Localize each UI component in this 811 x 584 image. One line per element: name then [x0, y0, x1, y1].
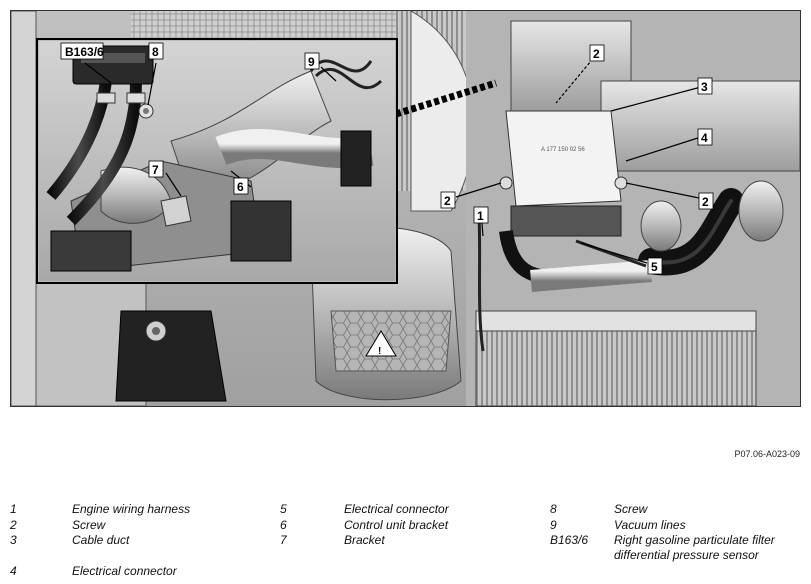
legend-text: Electrical connector — [72, 564, 177, 578]
svg-text:A 177 150 02 56: A 177 150 02 56 — [541, 147, 585, 153]
legend-number: 4 — [10, 564, 17, 578]
legend-text: Right gasoline particulate filter differ… — [614, 533, 775, 562]
legend-number: B163/6 — [550, 533, 589, 547]
legend-text: Bracket — [344, 533, 385, 547]
legend-text: Vacuum lines — [614, 518, 686, 532]
legend: 1 Engine wiring harness 2 Screw 3 Cable … — [10, 502, 800, 580]
callout-2-right: 2 — [702, 195, 709, 209]
callout-2-top: 2 — [593, 47, 600, 61]
engine-drawing: ! A 177 150 02 56 — [11, 11, 800, 406]
callout-1: 1 — [477, 209, 484, 223]
callout-7: 7 — [152, 163, 159, 177]
callout-2-left: 2 — [444, 194, 451, 208]
legend-number: 1 — [10, 502, 17, 516]
legend-number: 6 — [280, 518, 287, 532]
legend-number: 7 — [280, 533, 287, 547]
callout-9: 9 — [308, 55, 315, 69]
callout-8: 8 — [152, 45, 159, 59]
legend-number: 3 — [10, 533, 17, 547]
legend-text: Engine wiring harness — [72, 502, 191, 516]
callout-3: 3 — [701, 80, 708, 94]
legend-number: 9 — [550, 518, 557, 532]
figure-code: P07.06-A023-09 — [734, 449, 800, 459]
legend-text: Cable duct — [72, 533, 130, 547]
callout-b163-6: B163/6 — [65, 45, 104, 59]
legend-text: Control unit bracket — [344, 518, 449, 532]
callout-6: 6 — [237, 180, 244, 194]
engine-illustration: ! A 177 150 02 56 — [10, 10, 801, 407]
legend-number: 2 — [10, 518, 17, 532]
legend-number: 8 — [550, 502, 557, 516]
legend-text: Electrical connector — [344, 502, 449, 516]
legend-text: Screw — [72, 518, 106, 532]
legend-number: 5 — [280, 502, 287, 516]
svg-text:!: ! — [378, 346, 381, 357]
callout-4: 4 — [701, 131, 708, 145]
detail-inset: B163/6 8 9 7 6 — [36, 38, 398, 284]
callout-5: 5 — [651, 260, 658, 274]
legend-text: Screw — [614, 502, 648, 516]
